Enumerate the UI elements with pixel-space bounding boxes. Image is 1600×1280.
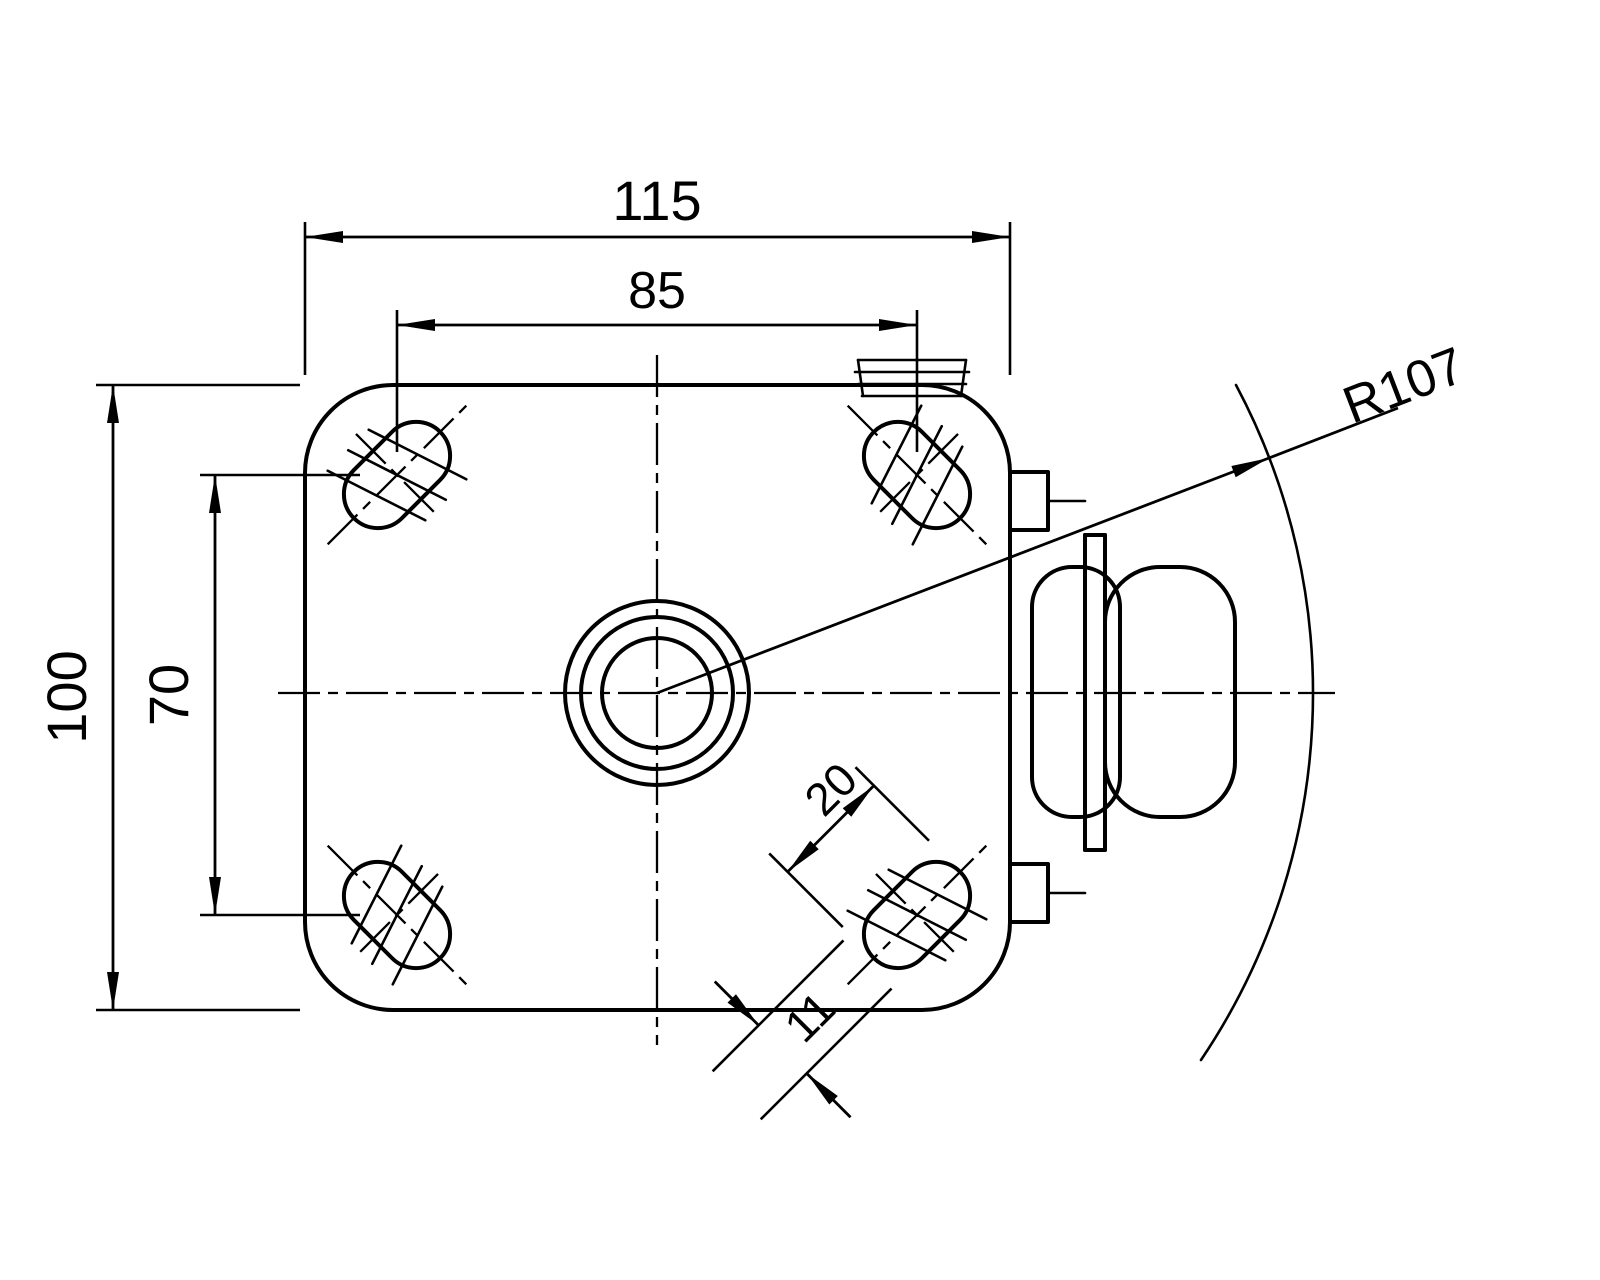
dim-swivel-radius-label: R107 bbox=[1336, 337, 1473, 436]
dim-hole-spacing-h: 85 bbox=[395, 262, 919, 452]
mounting-plate bbox=[303, 383, 1012, 1012]
dim-slot-size: 20 11 bbox=[711, 753, 930, 1121]
dim-hole-spacing-v-label: 70 bbox=[137, 664, 200, 726]
wheel-assembly bbox=[1008, 470, 1237, 924]
centerlines bbox=[278, 355, 1335, 1045]
bolt-slot-bottom-right bbox=[807, 805, 1028, 1026]
kingpin-bore bbox=[563, 599, 751, 787]
dim-plate-width: 115 bbox=[303, 169, 1012, 375]
dim-slot-length-label: 20 bbox=[794, 753, 867, 826]
dim-slot-width-label: 11 bbox=[774, 982, 845, 1053]
dim-hole-spacing-v: 70 bbox=[137, 473, 360, 917]
dim-hole-spacing-h-label: 85 bbox=[628, 262, 686, 320]
thread-symbol bbox=[853, 358, 971, 398]
dim-plate-width-label: 115 bbox=[612, 169, 701, 232]
dim-swivel-radius: R107 bbox=[656, 337, 1473, 1062]
dim-plate-height-label: 100 bbox=[35, 650, 98, 743]
dim-plate-height: 100 bbox=[35, 383, 300, 1012]
